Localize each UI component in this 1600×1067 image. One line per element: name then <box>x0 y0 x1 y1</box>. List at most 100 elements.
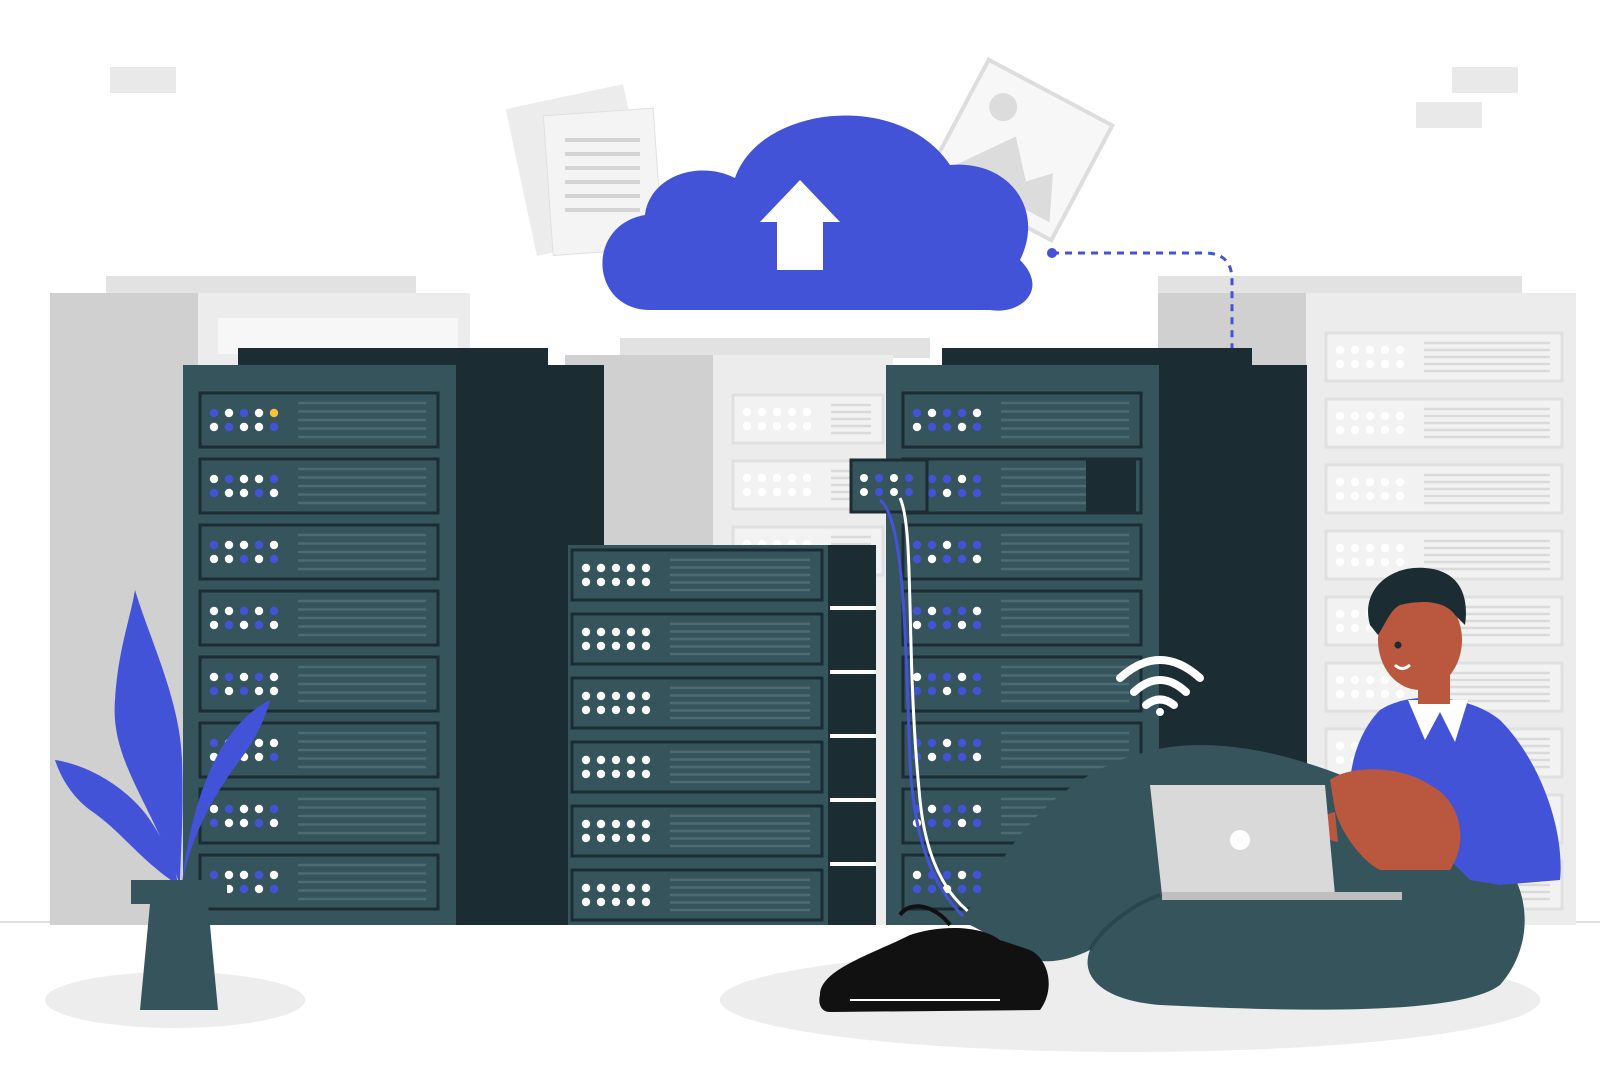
status-led <box>596 641 606 651</box>
status-led <box>641 833 651 843</box>
status-led <box>1335 741 1345 751</box>
status-led <box>269 488 279 498</box>
status-led <box>957 422 967 432</box>
status-led <box>1365 425 1375 435</box>
status-led <box>957 752 967 762</box>
status-led <box>1365 689 1375 699</box>
status-led <box>611 755 621 765</box>
status-led <box>802 407 812 417</box>
status-led <box>596 897 606 907</box>
status-led <box>239 818 249 828</box>
status-led <box>209 408 219 418</box>
status-led <box>860 474 868 482</box>
status-led <box>1380 557 1390 567</box>
status-led <box>269 884 279 894</box>
status-led <box>254 884 264 894</box>
status-led <box>912 620 922 630</box>
status-led <box>209 620 219 630</box>
status-led <box>1395 345 1405 355</box>
status-led <box>875 488 883 496</box>
status-led <box>239 686 249 696</box>
status-led <box>1350 491 1360 501</box>
status-led <box>596 577 606 587</box>
status-led <box>224 540 234 550</box>
status-led <box>581 627 591 637</box>
status-led <box>224 672 234 682</box>
status-led <box>972 554 982 564</box>
status-led <box>972 606 982 616</box>
status-led <box>626 563 636 573</box>
status-led <box>912 540 922 550</box>
status-led <box>1380 359 1390 369</box>
status-led <box>957 686 967 696</box>
status-led <box>224 422 234 432</box>
status-led <box>757 421 767 431</box>
status-led <box>927 752 937 762</box>
status-led <box>1365 345 1375 355</box>
status-led <box>239 540 249 550</box>
status-led <box>912 870 922 880</box>
status-led <box>957 804 967 814</box>
server-rack-left <box>183 348 604 925</box>
status-led <box>912 672 922 682</box>
status-led <box>957 488 967 498</box>
status-led <box>927 540 937 550</box>
status-led <box>972 870 982 880</box>
status-led <box>972 620 982 630</box>
status-led <box>1350 345 1360 355</box>
status-led <box>626 577 636 587</box>
laptop-icon <box>1150 785 1402 900</box>
status-led <box>927 408 937 418</box>
status-led <box>1380 477 1390 487</box>
status-led <box>1395 689 1405 699</box>
status-led <box>757 407 767 417</box>
status-led <box>239 672 249 682</box>
status-led <box>1335 675 1345 685</box>
status-led <box>942 870 952 880</box>
status-led <box>254 818 264 828</box>
status-led <box>254 554 264 564</box>
person-head <box>1378 590 1462 690</box>
status-led <box>1335 557 1345 567</box>
status-led <box>905 488 913 496</box>
status-led <box>254 408 264 418</box>
status-led <box>927 818 937 828</box>
status-led <box>1380 411 1390 421</box>
status-led <box>209 554 219 564</box>
status-led <box>1380 675 1390 685</box>
status-led <box>1395 359 1405 369</box>
status-led <box>1350 623 1360 633</box>
status-led <box>269 620 279 630</box>
status-led <box>942 686 952 696</box>
status-led <box>1395 411 1405 421</box>
status-led <box>626 769 636 779</box>
status-led <box>626 819 636 829</box>
status-led <box>972 488 982 498</box>
status-led <box>972 738 982 748</box>
status-led <box>224 870 234 880</box>
status-led <box>927 804 937 814</box>
status-led <box>890 488 898 496</box>
status-led <box>942 474 952 484</box>
status-led <box>1380 689 1390 699</box>
status-led <box>787 407 797 417</box>
status-led <box>611 897 621 907</box>
status-led <box>942 818 952 828</box>
status-led <box>972 884 982 894</box>
status-led <box>942 738 952 748</box>
status-led <box>957 606 967 616</box>
status-led <box>239 488 249 498</box>
status-led <box>596 833 606 843</box>
status-led <box>224 554 234 564</box>
status-led <box>927 488 937 498</box>
status-led <box>912 606 922 616</box>
status-led <box>772 473 782 483</box>
status-led <box>224 620 234 630</box>
status-led <box>1335 345 1345 355</box>
status-led <box>596 819 606 829</box>
status-led <box>927 554 937 564</box>
status-led <box>957 474 967 484</box>
status-led <box>254 474 264 484</box>
